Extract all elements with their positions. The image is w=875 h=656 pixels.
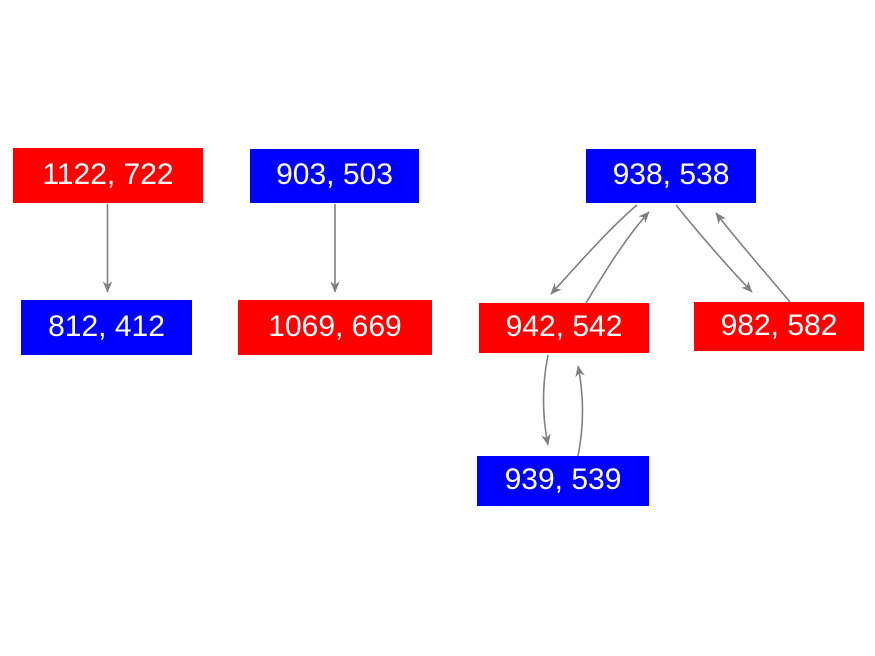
- edge-942-to-939: [541, 354, 551, 446]
- edge-982-to-938: [715, 212, 791, 303]
- node-939-539[interactable]: 939, 539: [477, 456, 649, 506]
- node-982-582[interactable]: 982, 582: [694, 302, 864, 351]
- node-942-542[interactable]: 942, 542: [479, 303, 649, 353]
- node-1122-722[interactable]: 1122, 722: [13, 148, 203, 203]
- edge-938-to-942: [550, 204, 638, 295]
- node-1069-669[interactable]: 1069, 669: [238, 300, 432, 355]
- node-label: 982, 582: [720, 308, 838, 342]
- edge-938-to-982: [675, 204, 753, 293]
- node-label: 903, 503: [276, 158, 393, 191]
- node-label: 939, 539: [504, 463, 622, 496]
- node-903-503[interactable]: 903, 503: [250, 149, 419, 203]
- edge-942-to-938: [585, 211, 650, 304]
- node-label: 942, 542: [505, 310, 623, 343]
- edge-939-to-942: [575, 365, 585, 457]
- node-label: 812, 412: [48, 309, 165, 343]
- node-label: 1069, 669: [268, 309, 402, 343]
- node-812-412[interactable]: 812, 412: [21, 300, 192, 355]
- node-938-538[interactable]: 938, 538: [586, 149, 756, 203]
- node-label: 938, 538: [612, 158, 730, 191]
- node-label: 1122, 722: [42, 157, 174, 191]
